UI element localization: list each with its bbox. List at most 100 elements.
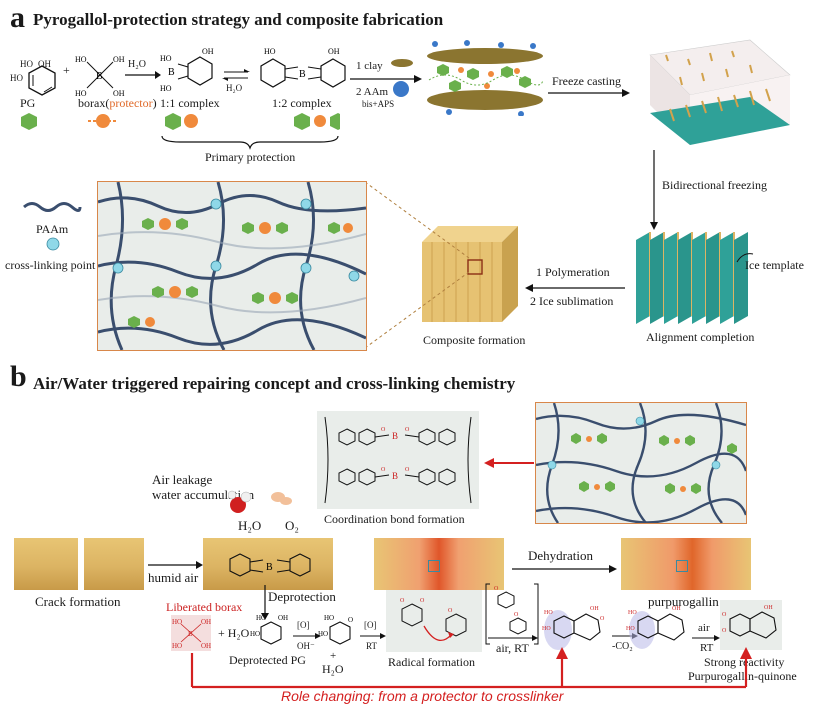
svg-text:OH: OH	[764, 605, 773, 611]
purpurogallin-quinone-label: Purpurogallin-quinone	[688, 669, 797, 683]
clay-nanosheet-assembly	[427, 40, 544, 116]
svg-text:OH: OH	[202, 47, 214, 56]
arrow-h2o-label: H₂O	[128, 59, 146, 70]
ice-sublimation-label: 2 Ice sublimation	[530, 294, 614, 308]
dehydration-label: Dehydration	[528, 548, 593, 563]
water-accumulation-label: water accumulation	[152, 487, 255, 502]
polymer-network	[98, 182, 366, 350]
svg-text:HO: HO	[264, 47, 276, 56]
quinone-structure: O O OH	[722, 605, 777, 639]
air-rt-label: air, RT	[496, 641, 529, 655]
red-arrow-to-coordination	[484, 458, 534, 468]
o2-label: O₂	[285, 518, 299, 533]
water-oxygen-molecules	[228, 490, 292, 513]
paam-legend-label: PAAm	[36, 222, 69, 236]
composite-formation-label: Composite formation	[423, 333, 526, 347]
svg-text:OH: OH	[328, 47, 340, 56]
crack-formation-label: Crack formation	[35, 594, 121, 609]
plus-h2o-label: + H₂O	[218, 626, 250, 640]
block-complex-structure: B	[229, 553, 311, 577]
svg-text:O: O	[381, 467, 386, 473]
step-arrow	[350, 75, 422, 83]
bidirectional-freezing-arrow	[650, 150, 658, 230]
paam-legend-icon	[23, 202, 82, 212]
step-clay: 1 clay	[356, 60, 383, 72]
svg-text:B: B	[299, 69, 306, 80]
borax-structure: B HO OH HO OH	[75, 55, 125, 98]
oxidant-label-2: [O]	[364, 620, 377, 630]
freeze-casting-mold	[649, 39, 791, 145]
panel-b-letter: b	[10, 360, 27, 393]
complex-11-structure: B HO HO OH	[160, 47, 214, 93]
aam-icon	[393, 81, 409, 97]
primary-protection-label: Primary protection	[205, 150, 296, 164]
svg-text:HO: HO	[318, 630, 328, 638]
pg-oh-2: OH	[38, 59, 51, 69]
equilibrium-arrow	[222, 69, 250, 81]
network-zoom-box-b	[535, 402, 747, 524]
pg-label: PG	[20, 96, 36, 110]
oxidation-arrow-2	[360, 633, 386, 639]
polymerization-arrow	[525, 284, 625, 292]
svg-text:O: O	[722, 628, 727, 634]
heated-block-marker	[428, 560, 440, 572]
polymer-network-b	[536, 403, 746, 523]
ice-template-label: Ice template	[745, 258, 804, 272]
oxidant-label: [O]	[297, 620, 310, 630]
crosslink-legend-icon	[46, 237, 60, 251]
complex-11-label: 1:1 complex	[160, 96, 220, 110]
svg-text:OH: OH	[201, 642, 211, 650]
h2o-label: H₂O	[238, 518, 262, 533]
dehydration-arrow	[512, 565, 617, 573]
svg-text:OH: OH	[201, 618, 211, 626]
purpurogallin-block-marker	[676, 560, 688, 572]
plus-sign: +	[63, 63, 70, 77]
alignment-completion-label: Alignment completion	[646, 330, 755, 344]
plus-bottom: +	[330, 650, 337, 662]
svg-text:HO: HO	[172, 618, 182, 626]
ice-template-pointer	[736, 253, 754, 263]
oxidation-arrow	[293, 633, 321, 639]
svg-text:OH: OH	[672, 606, 681, 612]
svg-text:O: O	[381, 427, 386, 433]
svg-text:OH: OH	[278, 614, 288, 622]
quinone-box: O O OH	[720, 600, 782, 650]
svg-text:O: O	[348, 616, 353, 624]
svg-text:HO: HO	[75, 89, 87, 98]
radical-formation-label: Radical formation	[388, 655, 475, 669]
composite-cube	[422, 226, 518, 322]
air-label: air	[698, 622, 710, 634]
humid-air-arrow	[148, 561, 203, 569]
svg-text:B: B	[392, 431, 398, 441]
svg-text:O: O	[405, 427, 410, 433]
svg-text:O: O	[722, 612, 727, 618]
role-changing-red-arrows	[190, 647, 752, 689]
svg-text:O: O	[494, 586, 499, 592]
freeze-casting-label: Freeze casting	[552, 74, 621, 88]
base-label: OH⁻	[297, 641, 315, 651]
step-aam: 2 AAm	[356, 86, 389, 98]
svg-text:B: B	[266, 562, 273, 573]
deprotection-label: Deprotection	[268, 589, 336, 604]
svg-text:OH: OH	[113, 55, 125, 64]
clay-icon	[391, 59, 413, 67]
svg-text:HO: HO	[256, 614, 266, 622]
svg-text:O: O	[405, 467, 410, 473]
panel-b-title: Air/Water triggered repairing concept an…	[33, 374, 516, 393]
svg-text:HO: HO	[75, 55, 87, 64]
svg-text:B: B	[96, 71, 103, 82]
svg-text:OH: OH	[113, 89, 125, 98]
deprotection-arrow	[261, 585, 269, 620]
purpurogallin-label: purpurogallin	[648, 594, 719, 609]
purpurogallin-block	[621, 538, 751, 590]
crack-block-left	[14, 538, 78, 590]
